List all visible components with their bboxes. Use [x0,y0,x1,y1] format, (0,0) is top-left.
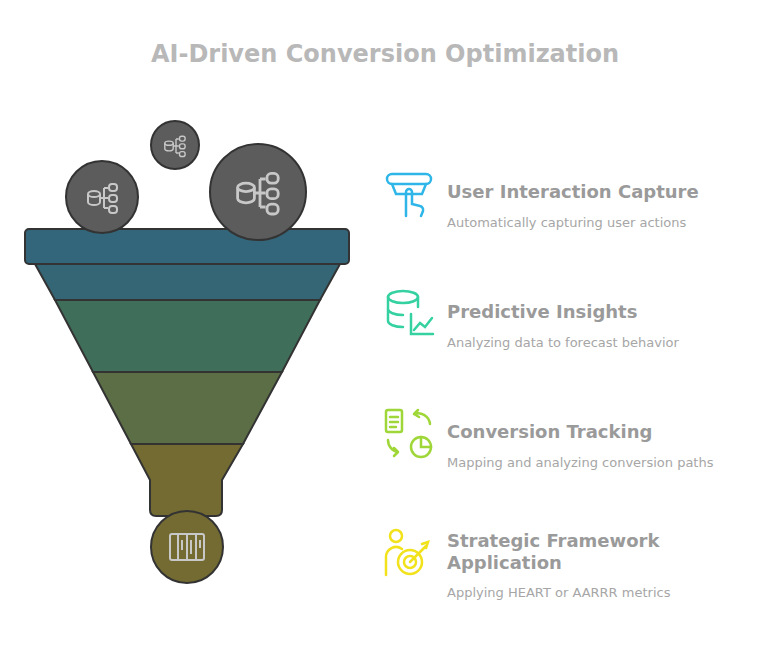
data-circle [151,121,199,169]
funnel-band [93,372,282,444]
step-heading: Conversion Tracking [447,421,727,443]
diagram-title: AI-Driven Conversion Optimization [0,40,770,68]
funnel-rim [25,229,349,264]
step-description: Automatically capturing user actions [447,215,727,232]
step-description: Applying HEART or AARRR metrics [447,585,727,602]
kanban-icon [170,534,204,560]
database-icon [88,184,117,213]
hand-tap-icon [387,174,431,216]
funnel-band [55,300,320,372]
database-icon [165,136,185,156]
step-heading: Predictive Insights [447,301,727,323]
target-person-icon [386,530,428,575]
step-description: Mapping and analyzing conversion paths [447,455,727,472]
data-circle [66,161,138,233]
step-heading: Strategic Framework Application [447,530,727,573]
output-circle [151,511,223,583]
tracking-cycle-icon [386,410,431,457]
data-chart-icon [388,291,433,334]
funnel-band [131,444,243,516]
step-description: Analyzing data to forecast behavior [447,335,727,352]
funnel-band [35,264,340,300]
data-circle [210,144,306,240]
database-icon [238,173,279,214]
step-heading: User Interaction Capture [447,181,727,203]
